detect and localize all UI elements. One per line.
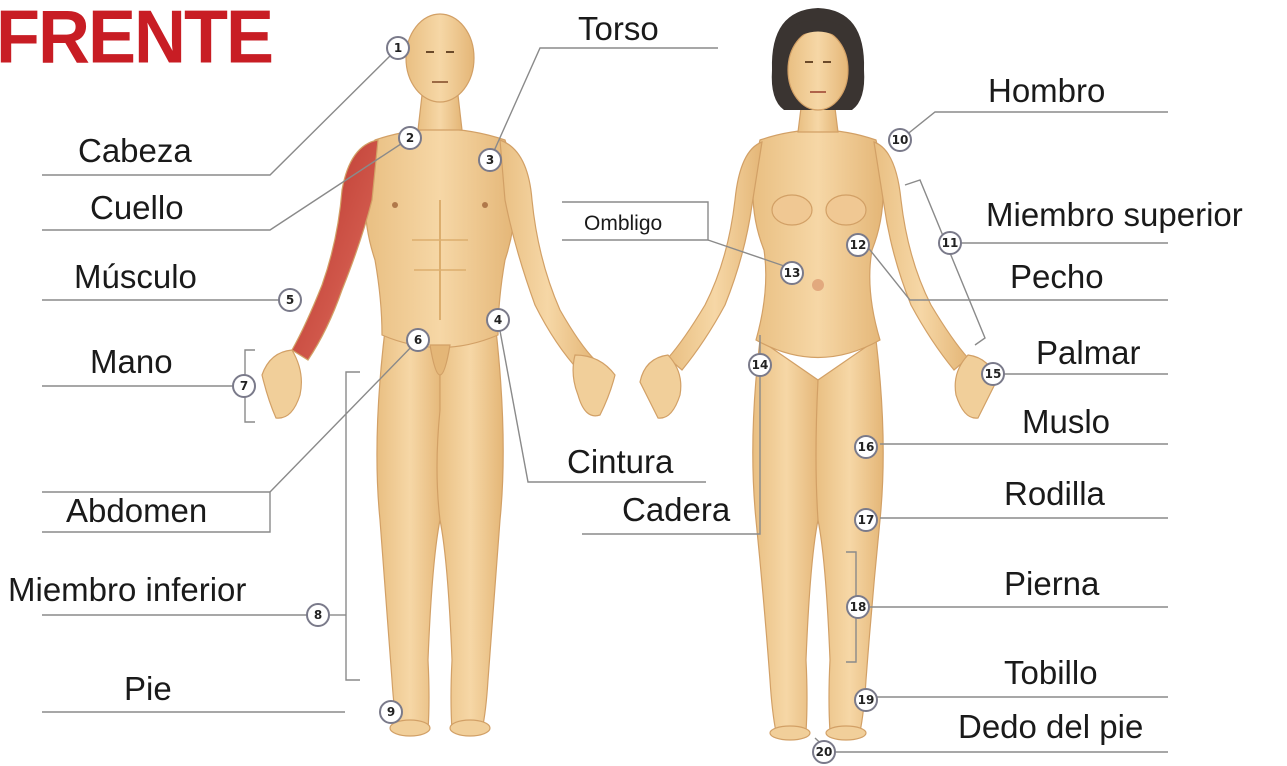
marker-8: 8 bbox=[307, 604, 329, 626]
marker-17: 17 bbox=[855, 509, 877, 531]
marker-number: 2 bbox=[406, 131, 414, 145]
marker-12: 12 bbox=[847, 234, 869, 256]
label-cuello: Cuello bbox=[90, 191, 184, 224]
label-miembro-superior: Miembro superior bbox=[986, 198, 1243, 231]
label-dedo-del-pie: Dedo del pie bbox=[958, 710, 1143, 743]
marker-19: 19 bbox=[855, 689, 877, 711]
marker-number: 14 bbox=[752, 358, 769, 372]
marker-number: 6 bbox=[414, 333, 422, 347]
label-ombligo: Ombligo bbox=[584, 213, 662, 234]
marker-number: 11 bbox=[942, 236, 959, 250]
marker-14: 14 bbox=[749, 354, 771, 376]
marker-3: 3 bbox=[479, 149, 501, 171]
label-rodilla: Rodilla bbox=[1004, 477, 1105, 510]
label-torso: Torso bbox=[578, 12, 659, 45]
label-musculo: Músculo bbox=[74, 260, 197, 293]
marker-2: 2 bbox=[399, 127, 421, 149]
marker-5: 5 bbox=[279, 289, 301, 311]
marker-number: 9 bbox=[387, 705, 395, 719]
marker-18: 18 bbox=[847, 596, 869, 618]
marker-7: 7 bbox=[233, 375, 255, 397]
marker-4: 4 bbox=[487, 309, 509, 331]
marker-number: 20 bbox=[816, 745, 833, 759]
label-muslo: Muslo bbox=[1022, 405, 1110, 438]
label-pierna: Pierna bbox=[1004, 567, 1099, 600]
marker-1: 1 bbox=[387, 37, 409, 59]
label-cintura: Cintura bbox=[567, 445, 673, 478]
female-figure bbox=[640, 8, 996, 740]
marker-16: 16 bbox=[855, 436, 877, 458]
marker-number: 19 bbox=[858, 693, 875, 707]
label-cabeza: Cabeza bbox=[78, 134, 192, 167]
male-figure bbox=[262, 14, 615, 736]
label-hombro: Hombro bbox=[988, 74, 1105, 107]
marker-number: 10 bbox=[892, 133, 909, 147]
label-mano: Mano bbox=[90, 345, 173, 378]
marker-number: 13 bbox=[784, 266, 801, 280]
marker-number: 8 bbox=[314, 608, 322, 622]
marker-number: 18 bbox=[850, 600, 867, 614]
label-pie: Pie bbox=[124, 672, 172, 705]
marker-11: 11 bbox=[939, 232, 961, 254]
marker-9: 9 bbox=[380, 701, 402, 723]
marker-number: 12 bbox=[850, 238, 867, 252]
label-cadera: Cadera bbox=[622, 493, 730, 526]
label-pecho: Pecho bbox=[1010, 260, 1104, 293]
label-palmar: Palmar bbox=[1036, 336, 1141, 369]
marker-number: 7 bbox=[240, 379, 248, 393]
marker-10: 10 bbox=[889, 129, 911, 151]
marker-number: 3 bbox=[486, 153, 494, 167]
marker-20: 20 bbox=[813, 741, 835, 763]
marker-number: 15 bbox=[985, 367, 1002, 381]
marker-number: 4 bbox=[494, 313, 502, 327]
label-miembro-inferior: Miembro inferior bbox=[8, 573, 246, 606]
page-title: FRENTE bbox=[0, 0, 272, 80]
label-abdomen: Abdomen bbox=[66, 494, 207, 527]
marker-number: 5 bbox=[286, 293, 294, 307]
marker-number: 1 bbox=[394, 41, 402, 55]
marker-6: 6 bbox=[407, 329, 429, 351]
marker-number: 16 bbox=[858, 440, 875, 454]
marker-number: 17 bbox=[858, 513, 875, 527]
marker-13: 13 bbox=[781, 262, 803, 284]
label-tobillo: Tobillo bbox=[1004, 656, 1098, 689]
marker-15: 15 bbox=[982, 363, 1004, 385]
